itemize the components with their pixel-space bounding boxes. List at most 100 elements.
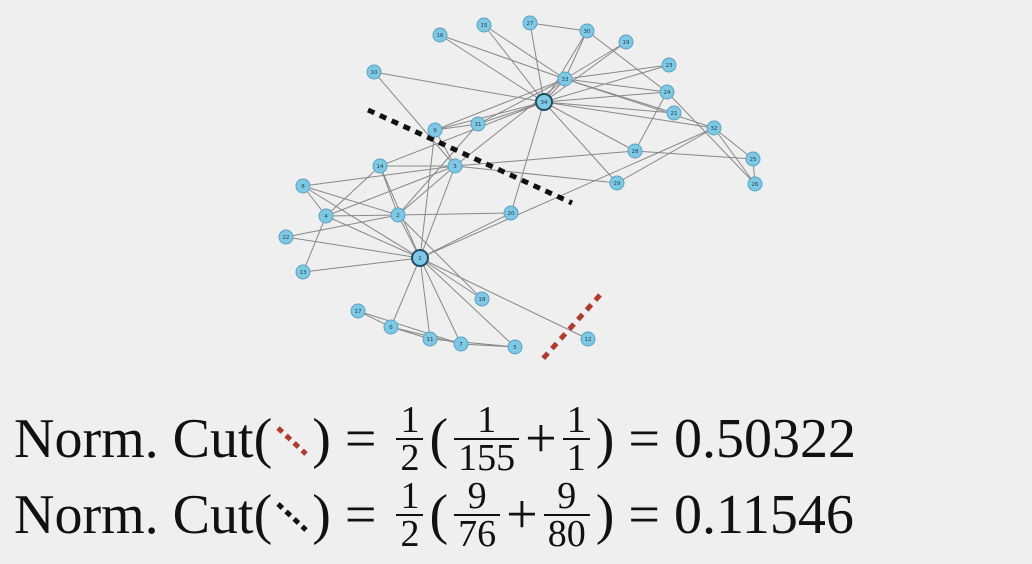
graph-node-33: 33 xyxy=(557,71,573,87)
graph-edge xyxy=(477,101,545,125)
fraction-1-denominator: 155 xyxy=(458,437,516,479)
graph-edge xyxy=(419,257,516,348)
graph-node-23: 23 xyxy=(661,57,677,73)
half-fraction: 1 2 xyxy=(396,399,424,479)
graph-edge xyxy=(397,165,456,216)
graph-edge xyxy=(419,257,483,300)
graph-node-label: 11 xyxy=(427,337,434,343)
graph-node-14: 14 xyxy=(372,158,388,174)
norm-cut-label: Norm. Cut xyxy=(14,484,254,546)
graph-edge xyxy=(634,91,668,152)
graph-node-12: 12 xyxy=(580,331,596,347)
equals-sign: = xyxy=(628,408,660,470)
graph-edge xyxy=(543,41,627,103)
fraction-1-numerator: 1 xyxy=(477,399,497,441)
graph-node-label: 23 xyxy=(666,63,673,69)
graph-edge xyxy=(429,338,516,348)
graph-node-label: 29 xyxy=(614,181,621,187)
graph-node-label: 13 xyxy=(300,270,307,276)
graph-edge xyxy=(634,150,754,160)
graph-node-5: 5 xyxy=(507,339,523,355)
graph-node-label: 27 xyxy=(527,21,534,27)
graph-node-13: 13 xyxy=(295,264,311,280)
graph-edge xyxy=(543,91,668,103)
fraction-2-denominator: 80 xyxy=(547,513,586,555)
graph-node-9: 9 xyxy=(427,122,443,138)
close-paren: ) xyxy=(595,484,615,546)
graph-node-15: 15 xyxy=(476,17,492,33)
graph-edge xyxy=(390,257,421,328)
graph-node-19: 19 xyxy=(618,34,634,50)
graph-node-label: 33 xyxy=(562,77,569,83)
graph-node-29: 29 xyxy=(609,175,625,191)
graph-node-label: 25 xyxy=(750,157,757,163)
graph-edge xyxy=(434,78,566,131)
equation-red-cut: Norm. Cut ( ) = 1 2 ( 1 155 + 1 1 ) = 0.… xyxy=(14,400,856,478)
graph-node-label: 3 xyxy=(453,164,457,170)
result-value: 0.11546 xyxy=(673,484,854,546)
graph-edge xyxy=(397,212,512,216)
graph-edge xyxy=(529,22,588,32)
graph-edge xyxy=(439,34,566,80)
half-denominator: 2 xyxy=(400,437,420,479)
graph-edge xyxy=(543,101,636,152)
graph-edge xyxy=(564,30,588,80)
black-cut-symbol xyxy=(276,502,308,532)
open-paren: ( xyxy=(253,484,273,546)
graph-edge xyxy=(454,150,636,167)
graph-node-8: 8 xyxy=(295,178,311,194)
fraction-2-denominator: 1 xyxy=(566,437,586,479)
half-fraction: 1 2 xyxy=(396,477,424,553)
graph-edge xyxy=(543,101,618,184)
graph-edge xyxy=(302,257,421,273)
graph-node-17: 17 xyxy=(350,303,366,319)
close-paren: ) xyxy=(312,484,331,546)
graph-edge xyxy=(454,165,618,184)
graph-node-label: 10 xyxy=(371,70,378,76)
graph-node-label: 5 xyxy=(513,345,517,351)
fraction-2-numerator: 9 xyxy=(557,475,577,517)
half-numerator: 1 xyxy=(400,399,420,441)
graph-edge xyxy=(564,78,668,93)
result-value: 0.50322 xyxy=(673,408,856,470)
graph-edge xyxy=(419,257,462,345)
graph-node-4: 4 xyxy=(318,208,334,224)
graph-edge xyxy=(325,215,421,259)
graph-node-22: 22 xyxy=(278,229,294,245)
graph-edge xyxy=(325,165,381,217)
graph-node-label: 30 xyxy=(584,29,591,35)
equals-sign: = xyxy=(628,484,660,546)
graph-node-20: 20 xyxy=(503,205,519,221)
graph-node-34: 34 xyxy=(535,93,553,111)
graph-node-label: 6 xyxy=(389,325,393,331)
graph-edge xyxy=(397,123,479,216)
graph-node-label: 14 xyxy=(377,164,384,170)
graph-edge xyxy=(529,22,545,103)
graph-edge xyxy=(373,71,545,103)
open-paren: ( xyxy=(429,484,449,546)
plus-sign: + xyxy=(506,484,538,546)
graph-node-25: 25 xyxy=(745,151,761,167)
graph-node-label: 18 xyxy=(479,297,486,303)
graph-node-16: 16 xyxy=(432,27,448,43)
graph-edge xyxy=(666,91,756,185)
graph-node-26: 26 xyxy=(747,176,763,192)
graph-node-label: 15 xyxy=(481,23,488,29)
graph-edge xyxy=(543,101,715,129)
red-cut-symbol xyxy=(276,426,308,456)
equals-sign: = xyxy=(344,484,377,546)
close-paren: ) xyxy=(312,408,331,470)
graph-node-label: 24 xyxy=(664,90,671,96)
fraction-2: 1 1 xyxy=(562,401,590,479)
fraction-1: 9 76 xyxy=(454,477,501,553)
fraction-2: 9 80 xyxy=(543,475,590,555)
black-cut-line xyxy=(366,107,574,206)
graph-edge xyxy=(302,165,456,187)
graph-node-18: 18 xyxy=(474,291,490,307)
graph-edge xyxy=(357,310,462,345)
graph-node-10: 10 xyxy=(366,64,382,80)
norm-cut-label: Norm. Cut xyxy=(14,408,254,470)
graph-node-32: 32 xyxy=(706,120,722,136)
graph-node-24: 24 xyxy=(659,84,675,100)
